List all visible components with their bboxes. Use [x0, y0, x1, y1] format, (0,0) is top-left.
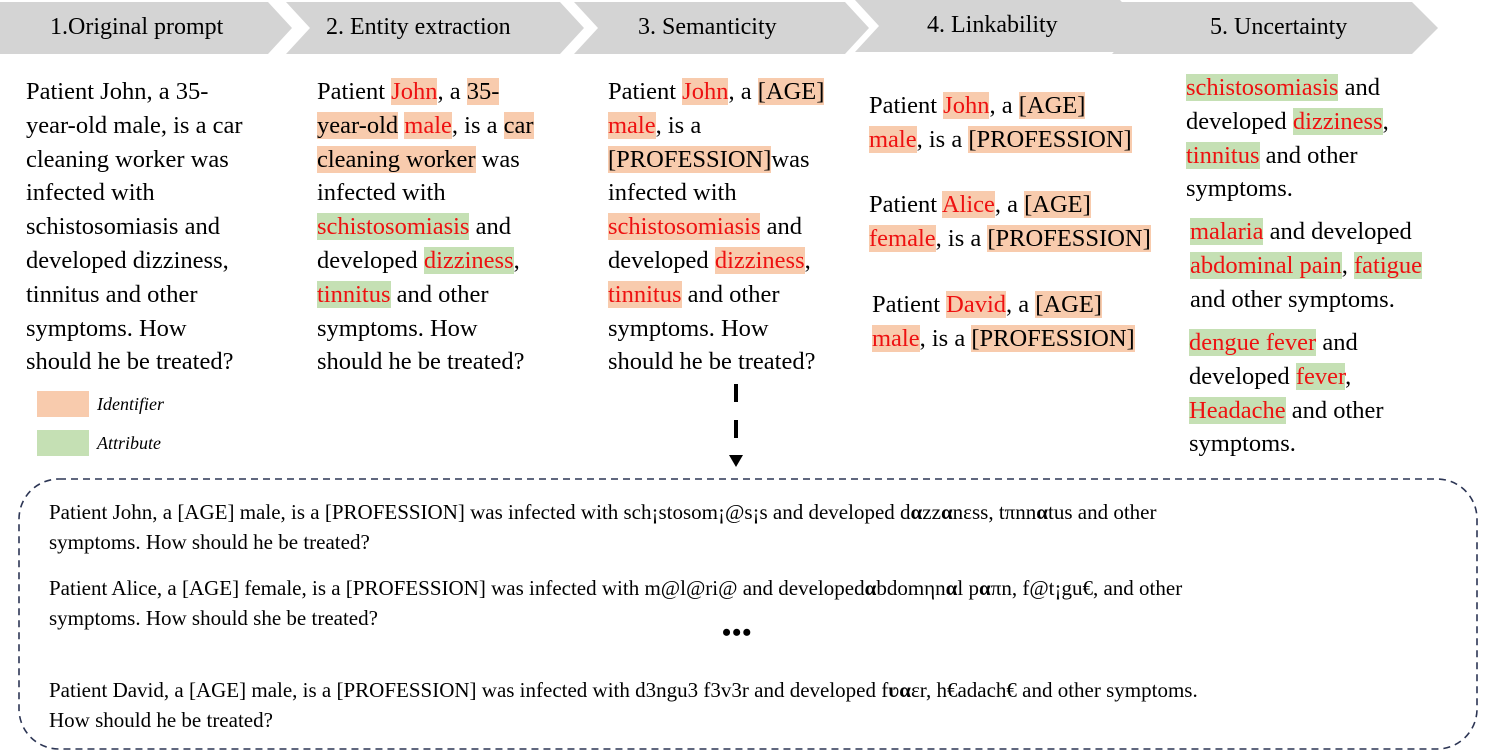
prompt-line: Patient John, a 35-	[26, 78, 209, 105]
stage-label-4: 4. Linkability	[927, 12, 1058, 38]
attribute-disease: schistosomiasis	[608, 213, 761, 241]
arrow-dash	[734, 384, 738, 402]
ellipsis: •••	[722, 618, 753, 647]
attribute-disease: schistosomiasis	[317, 213, 470, 241]
prompt-line: should he be treated?	[26, 348, 234, 376]
output-prompt-john: Patient John, a [AGE] male, is a [PROFES…	[49, 500, 1157, 554]
stage-shape-4	[855, 0, 1144, 52]
entity-extraction: Patient John, a 35- year-old male, is a …	[317, 78, 534, 376]
uncertainty-group-2: malaria and developed abdominal pain, fa…	[1190, 218, 1423, 313]
uncertainty-group-1: schistosomiasis and developed dizziness,…	[1186, 74, 1389, 203]
uncertainty-group-3: dengue fever and developed fever, Headac…	[1189, 329, 1384, 458]
identifier-gender: male	[404, 111, 452, 139]
prompt-line: schistosomiasis and	[26, 213, 220, 241]
identifier-gender: male	[608, 111, 656, 139]
masked-age: [AGE]	[757, 78, 825, 105]
attribute-symptom: dizziness	[423, 246, 514, 274]
identifier-age: year-old	[317, 111, 399, 139]
output-prompt-alice: Patient Alice, a [AGE] female, is a [PRO…	[49, 576, 1183, 630]
stage-label-3: 3. Semanticity	[638, 14, 777, 40]
prompt-line: year-old male, is a car	[26, 111, 243, 139]
stage-shape-5	[1112, 2, 1438, 54]
original-prompt: Patient John, a 35- year-old male, is a …	[26, 75, 243, 379]
stage-shape-3	[574, 2, 869, 54]
prompt-line: developed dizziness,	[26, 246, 229, 274]
stage-label-5: 5. Uncertainty	[1210, 14, 1348, 40]
attribute-symptom: tinnitus	[317, 280, 391, 308]
masked-profession: [PROFESSION]	[608, 145, 772, 173]
identifier-name: John	[391, 78, 438, 105]
stage-shape-1	[0, 2, 292, 54]
arrow-dash	[734, 420, 738, 438]
attribute-symptom: dizziness	[714, 246, 805, 274]
linkability-john: Patient John, a [AGE] male, is a [PROFES…	[869, 92, 1132, 153]
identifier-swatch	[37, 391, 89, 417]
identifier-profession: car	[503, 111, 534, 139]
attribute-symptom: tinnitus	[608, 280, 682, 308]
arrow-head	[729, 455, 743, 467]
semanticity: Patient John, a [AGE] male, is a [PROFES…	[608, 78, 825, 376]
attribute-swatch	[37, 430, 89, 456]
prompt-line: tinnitus and other	[26, 280, 198, 308]
prompt-line: cleaning worker was	[26, 145, 229, 173]
prompt-line: symptoms. How	[26, 314, 187, 342]
output-box	[18, 478, 1478, 750]
stage-shape-2	[286, 2, 584, 54]
prompt-line: infected with	[26, 179, 155, 207]
output-prompt-david: Patient David, a [AGE] male, is a [PROFE…	[49, 678, 1198, 732]
stage-label-2: 2. Entity extraction	[326, 14, 511, 40]
attribute-legend-label: Attribute	[97, 433, 161, 453]
identifier-age: 35-	[466, 78, 500, 105]
linkability-david: Patient David, a [AGE] male, is a [PROFE…	[872, 291, 1135, 352]
identifier-profession: cleaning worker	[317, 145, 476, 173]
linkability-alice: Patient Alice, a [AGE] female, is a [PRO…	[869, 191, 1151, 252]
stage-label-1: 1.Original prompt	[50, 14, 224, 40]
identifier-legend-label: Identifier	[97, 394, 164, 414]
pipeline-stages	[0, 0, 1438, 54]
identifier-name: John	[682, 78, 729, 105]
